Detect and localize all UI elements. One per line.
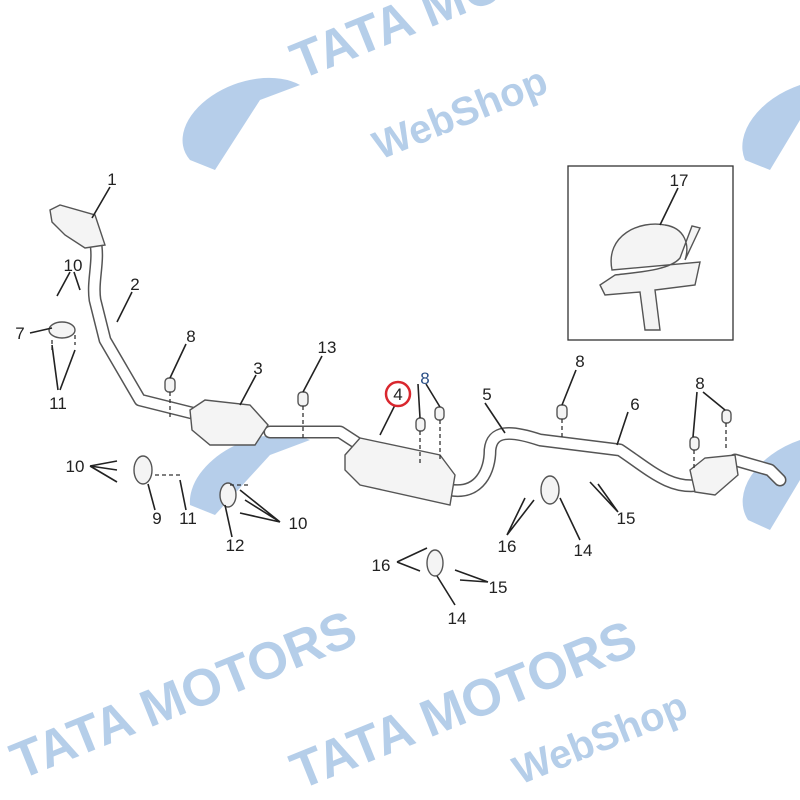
- callout-14[interactable]: 14: [574, 541, 593, 560]
- callout-15[interactable]: 15: [489, 578, 508, 597]
- callout-11[interactable]: 11: [179, 509, 197, 528]
- hanger-14b: [426, 549, 444, 577]
- callout-8[interactable]: 8: [575, 352, 584, 371]
- callout-3[interactable]: 3: [253, 359, 262, 378]
- watermark-brand: TATA MOTORS: [283, 0, 645, 91]
- manifold-converter: [49, 204, 106, 249]
- callout-13[interactable]: 13: [318, 338, 337, 357]
- inset-detail-17: 17: [567, 165, 734, 341]
- highlight-circle: [384, 380, 412, 408]
- callout-16[interactable]: 16: [372, 556, 391, 575]
- callout-11[interactable]: 11: [49, 394, 67, 413]
- callout-4-highlighted[interactable]: 4: [393, 385, 402, 404]
- callout-8[interactable]: 8: [186, 327, 195, 346]
- callout-10[interactable]: 10: [289, 514, 308, 533]
- insulator: [689, 436, 700, 451]
- callout-9[interactable]: 9: [152, 509, 161, 528]
- exhaust-system-drawing: [48, 204, 787, 577]
- callout-2[interactable]: 2: [130, 275, 139, 294]
- insulator: [556, 404, 568, 420]
- callout-16[interactable]: 16: [498, 537, 517, 556]
- insulator: [434, 406, 445, 421]
- leader-lines: [29, 186, 726, 606]
- callout-6[interactable]: 6: [630, 395, 639, 414]
- callout-8[interactable]: 8: [695, 374, 704, 393]
- callout-14[interactable]: 14: [448, 609, 467, 628]
- insulator: [297, 391, 309, 407]
- callout-10[interactable]: 10: [66, 457, 85, 476]
- callout-labels: 1 2 3 4 5 6 7 8 8 8 8 9 10 10 10 11 11 1…: [15, 170, 704, 628]
- insulator: [164, 377, 176, 393]
- callout-8[interactable]: 8: [420, 369, 429, 388]
- hanger-14: [540, 475, 560, 505]
- callout-12[interactable]: 12: [226, 536, 245, 555]
- bracket-12: [219, 482, 237, 508]
- callout-7[interactable]: 7: [15, 324, 24, 343]
- callout-1[interactable]: 1: [107, 170, 116, 189]
- callout-5[interactable]: 5: [482, 385, 491, 404]
- muffler: [344, 437, 456, 506]
- gasket-7: [48, 321, 76, 339]
- insulator: [721, 409, 732, 424]
- insulator: [415, 417, 426, 432]
- watermark-sub: WebShop: [367, 59, 554, 169]
- callout-17[interactable]: 17: [670, 171, 689, 190]
- callout-10[interactable]: 10: [64, 256, 83, 275]
- gasket-9: [133, 455, 153, 485]
- rear-silencer: [689, 454, 739, 496]
- catalytic-converter: [189, 399, 269, 446]
- callout-15[interactable]: 15: [617, 509, 636, 528]
